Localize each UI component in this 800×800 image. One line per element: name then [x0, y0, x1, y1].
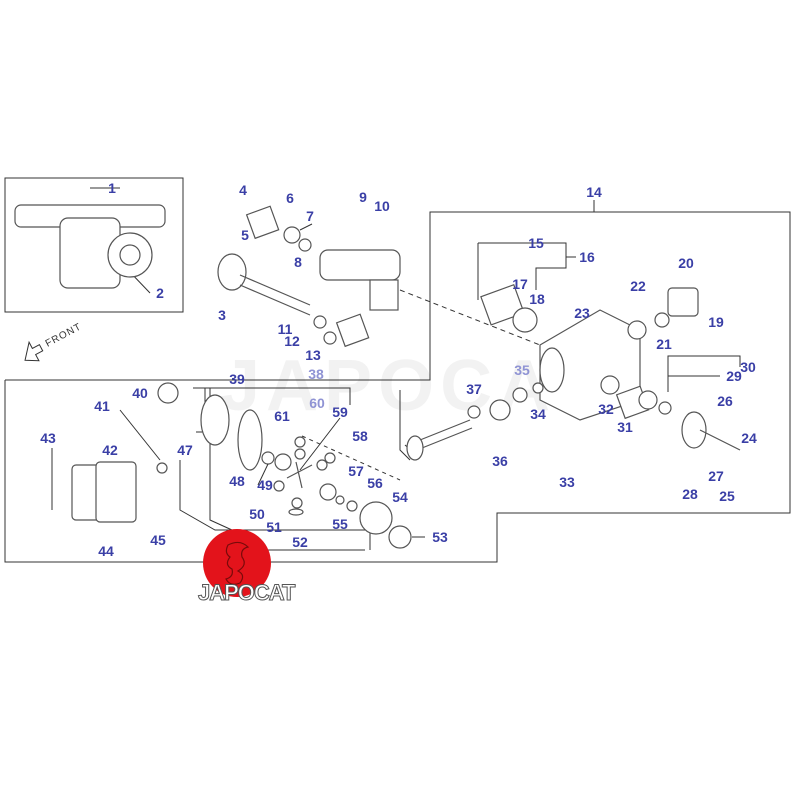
- callout-44: 44: [98, 543, 114, 559]
- callout-13: 13: [305, 347, 321, 363]
- callout-5: 5: [241, 227, 249, 243]
- front-arrow-icon: [24, 340, 44, 362]
- assembly-boundary: [4, 211, 791, 563]
- callout-38: 38: [308, 366, 324, 382]
- callout-34: 34: [530, 406, 546, 422]
- callout-37: 37: [466, 381, 482, 397]
- callout-45: 45: [150, 532, 166, 548]
- callout-9: 9: [359, 189, 367, 205]
- callout-61: 61: [274, 408, 290, 424]
- inset-box: [4, 177, 184, 313]
- callout-59: 59: [332, 404, 348, 420]
- callout-18: 18: [529, 291, 545, 307]
- callout-56: 56: [367, 475, 383, 491]
- callout-54: 54: [392, 489, 408, 505]
- callout-27: 27: [708, 468, 724, 484]
- callout-42: 42: [102, 442, 118, 458]
- callout-48: 48: [229, 473, 245, 489]
- callout-23: 23: [574, 305, 590, 321]
- callout-39: 39: [229, 371, 245, 387]
- callout-2: 2: [156, 285, 164, 301]
- callout-40: 40: [132, 385, 148, 401]
- callout-22: 22: [630, 278, 646, 294]
- callout-51: 51: [266, 519, 282, 535]
- callout-17: 17: [512, 276, 528, 292]
- callout-30: 30: [740, 359, 756, 375]
- callout-35: 35: [514, 362, 530, 378]
- callout-11: 11: [277, 321, 293, 337]
- callout-43: 43: [40, 430, 56, 446]
- callout-52: 52: [292, 534, 308, 550]
- callout-6: 6: [286, 190, 294, 206]
- logo-text: JAPOCAT: [198, 580, 296, 606]
- callout-3: 3: [218, 307, 226, 323]
- callout-4: 4: [239, 182, 247, 198]
- callout-7: 7: [306, 208, 314, 224]
- callout-36: 36: [492, 453, 508, 469]
- callout-16: 16: [579, 249, 595, 265]
- callout-28: 28: [682, 486, 698, 502]
- callout-14: 14: [586, 184, 602, 200]
- japocat-logo: [203, 529, 271, 597]
- callout-10: 10: [374, 198, 390, 214]
- callout-41: 41: [94, 398, 110, 414]
- callout-29: 29: [726, 368, 742, 384]
- callout-24: 24: [741, 430, 757, 446]
- callout-58: 58: [352, 428, 368, 444]
- callout-1: 1: [108, 180, 116, 196]
- callout-47: 47: [177, 442, 193, 458]
- callout-32: 32: [598, 401, 614, 417]
- callout-57: 57: [348, 463, 364, 479]
- callout-21: 21: [656, 336, 672, 352]
- callout-49: 49: [257, 477, 273, 493]
- callout-53: 53: [432, 529, 448, 545]
- callout-50: 50: [249, 506, 265, 522]
- callout-25: 25: [719, 488, 735, 504]
- callout-15: 15: [528, 235, 544, 251]
- callout-55: 55: [332, 516, 348, 532]
- callout-8: 8: [294, 254, 302, 270]
- callout-20: 20: [678, 255, 694, 271]
- callout-31: 31: [617, 419, 633, 435]
- callout-26: 26: [717, 393, 733, 409]
- callout-60: 60: [309, 395, 325, 411]
- callout-12: 12: [284, 333, 300, 349]
- callout-19: 19: [708, 314, 724, 330]
- callout-33: 33: [559, 474, 575, 490]
- watermark: JAPOCAT: [220, 346, 601, 426]
